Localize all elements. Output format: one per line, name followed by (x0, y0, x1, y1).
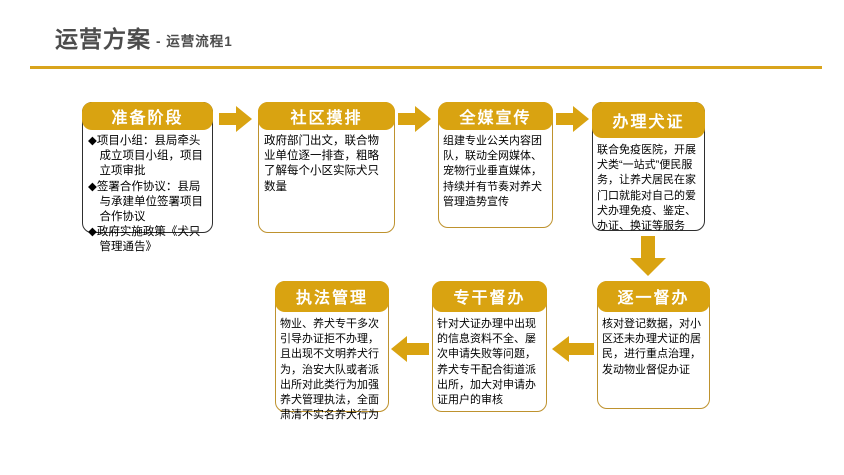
flow-box-community-survey: 社区摸排 政府部门出文，联合物业单位逐一排查，粗略了解每个小区实际犬只数量 (257, 101, 396, 233)
title-underline (30, 66, 822, 69)
flow-box-individual-supervision: 逐一督办 核对登记数据，对小区还未办理犬证的居民，进行重点治理，发动物业督促办证 (596, 280, 711, 409)
flow-box-preparation-body: ◆项目小组：县局牵头成立项目小组，项目立项审批 ◆签署合作协议：县局与承建单位签… (88, 134, 208, 253)
flow-box-law-enforcement: 执法管理 物业、养犬专干多次引导办证拒不办理，且出现不文明养犬行为，治安大队或者… (274, 280, 390, 422)
flow-box-preparation: 准备阶段 ◆项目小组：县局牵头成立项目小组，项目立项审批 ◆签署合作协议：县局与… (81, 101, 214, 253)
flow-box-law-enforcement-body: 物业、养犬专干多次引导办证拒不办理，且出现不文明养犬行为，治安大队或者派出所对此… (280, 318, 379, 422)
flow-box-media-publicity-body: 组建专业公关内容团队，联动全网媒体、宠物行业垂直媒体，持续并有节奏对养犬管理造势… (443, 135, 542, 208)
page-title: 运营方案 - 运营流程1 (55, 26, 233, 52)
bullet-item: ◆政府实施政策《犬只管理通告》 (88, 226, 201, 254)
flow-box-dog-license: 办理犬证 联合免疫医院，开展犬类“一站式”便民服务，让养犬居民在家门口就能对自己… (591, 101, 706, 233)
flow-box-media-publicity-header: 全媒宣传 (437, 101, 554, 130)
bullet-item: ◆项目小组：县局牵头成立项目小组，项目立项审批 (88, 135, 203, 178)
flow-box-preparation-header: 准备阶段 (81, 101, 214, 130)
flow-box-media-publicity: 全媒宣传 组建专业公关内容团队，联动全网媒体、宠物行业垂直媒体，持续并有节奏对养… (437, 101, 554, 228)
arrow-right-icon (398, 106, 431, 132)
flow-box-law-enforcement-header: 执法管理 (274, 280, 390, 312)
arrow-left-icon (391, 336, 429, 362)
flow-box-community-survey-header: 社区摸排 (257, 101, 396, 130)
flow-box-dog-license-body: 联合免疫医院，开展犬类“一站式”便民服务，让养犬居民在家门口就能对自己的爱犬办理… (597, 144, 696, 233)
arrow-right-icon (219, 106, 252, 132)
flow-box-specialist-supervision-header: 专干督办 (431, 280, 548, 312)
flow-box-specialist-supervision: 专干督办 针对犬证办理中出现的信息资料不全、屡次申请失败等问题，养犬专干配合街道… (431, 280, 548, 412)
title-sub: - 运营流程1 (156, 34, 233, 49)
title-main: 运营方案 (55, 26, 151, 52)
arrow-right-icon (556, 106, 589, 132)
bullet-item: ◆签署合作协议：县局与承建单位签署项目合作协议 (88, 180, 203, 224)
flow-box-dog-license-header: 办理犬证 (591, 101, 706, 138)
flow-box-specialist-supervision-body: 针对犬证办理中出现的信息资料不全、屡次申请失败等问题，养犬专干配合街道派出所，加… (437, 318, 536, 407)
flow-box-community-survey-body: 政府部门出文，联合物业单位逐一排查，粗略了解每个小区实际犬只数量 (264, 135, 379, 193)
arrow-down-icon (630, 236, 666, 276)
arrow-left-icon (552, 336, 594, 362)
flow-box-individual-supervision-body: 核对登记数据，对小区还未办理犬证的居民，进行重点治理，发动物业督促办证 (602, 318, 701, 376)
flow-box-individual-supervision-header: 逐一督办 (596, 280, 711, 312)
